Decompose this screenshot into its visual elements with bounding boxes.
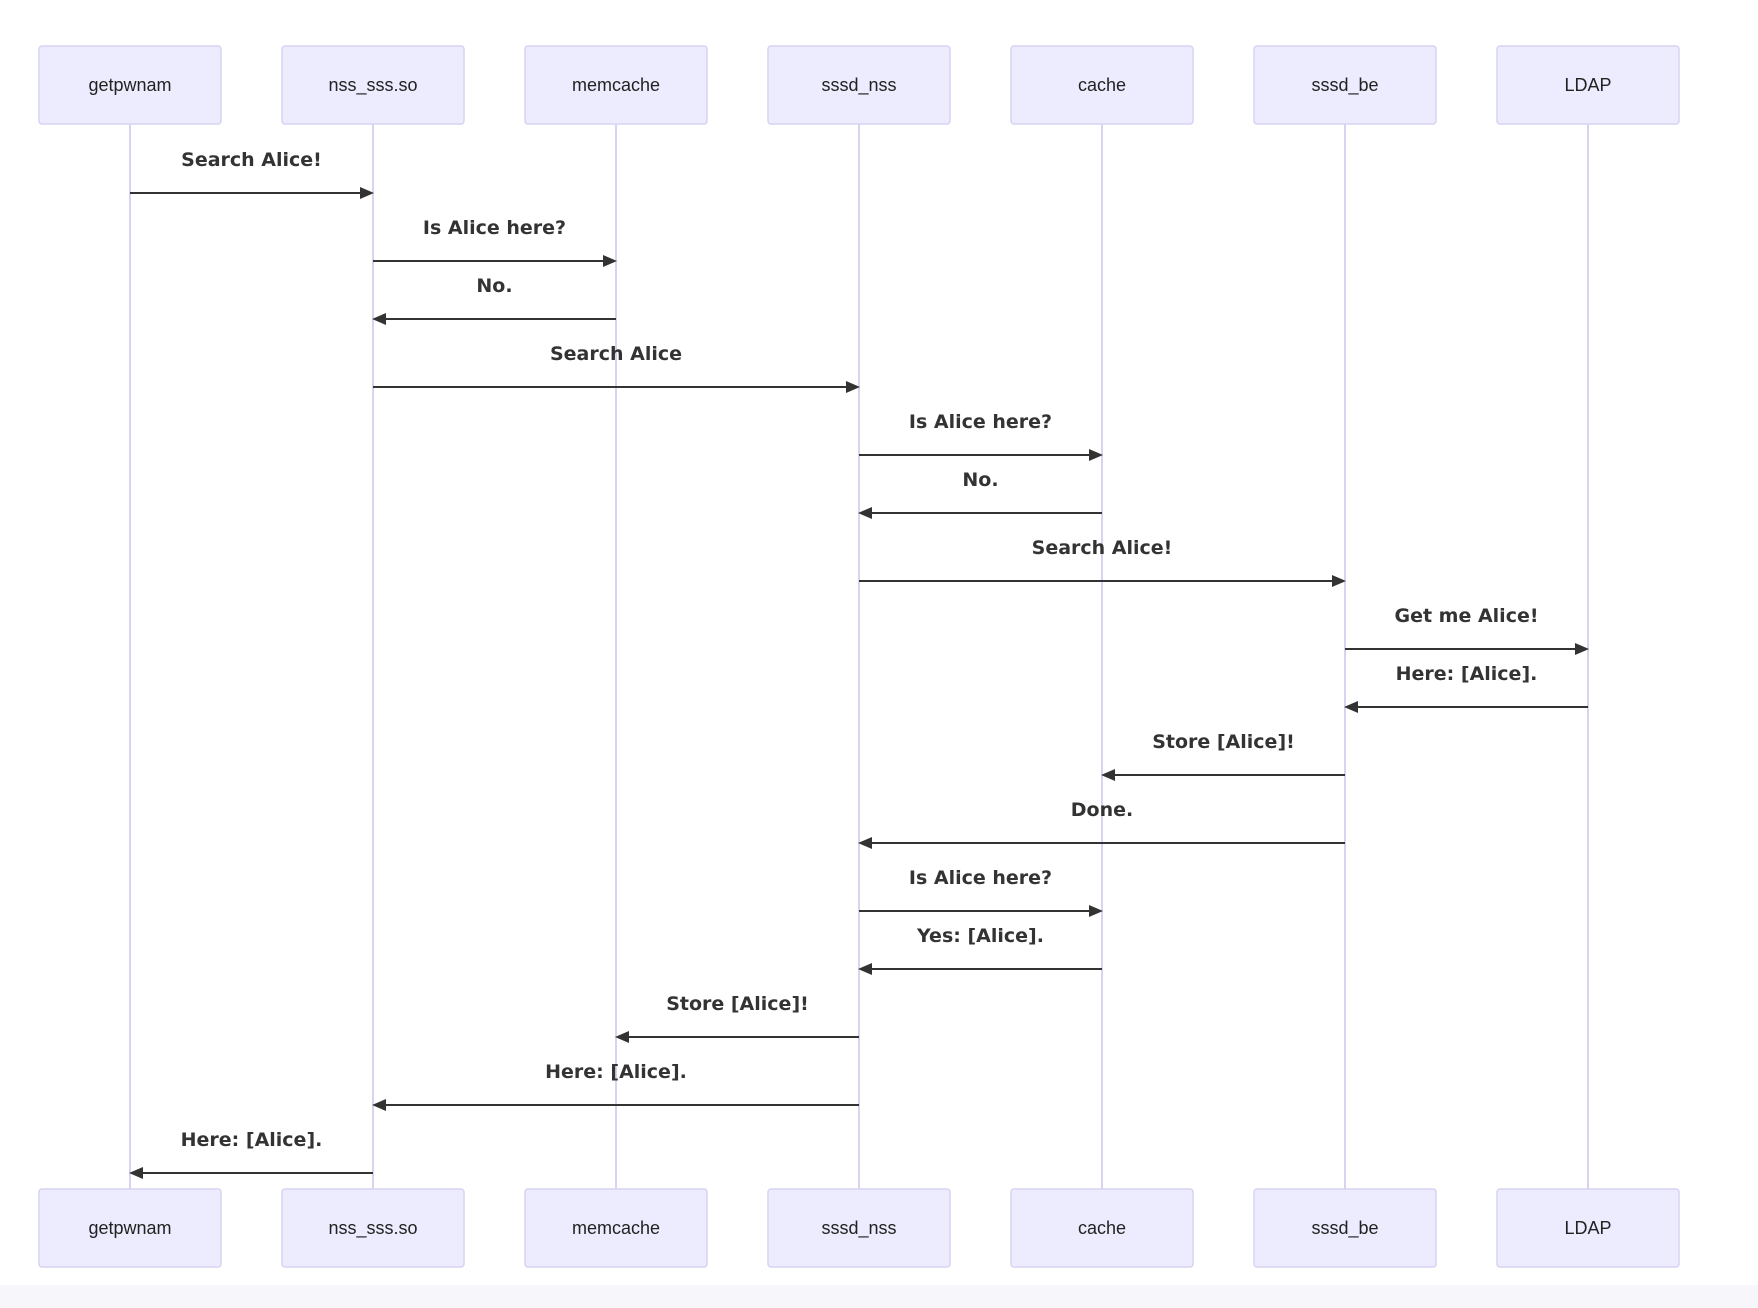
message-label: Search Alice! — [1032, 537, 1173, 559]
participant-label: cache — [1078, 1218, 1126, 1238]
message-2: Is Alice here? — [373, 217, 617, 267]
participant-box — [1010, 1188, 1194, 1268]
message-4: Search Alice — [373, 343, 860, 393]
arrowhead-icon — [858, 837, 872, 849]
participant-box — [1010, 45, 1194, 125]
bottom-band — [0, 1285, 1758, 1308]
arrowhead-icon — [1575, 643, 1589, 655]
participant-label: LDAP — [1564, 1218, 1611, 1238]
message-5: Is Alice here? — [859, 411, 1103, 461]
participant-top-cache: cache — [1010, 45, 1194, 125]
arrowhead-icon — [360, 187, 374, 199]
participant-bottom-getpwnam: getpwnam — [38, 1188, 222, 1268]
lifelines — [129, 124, 1589, 1189]
message-12: Is Alice here? — [859, 867, 1103, 917]
participant-top-getpwnam: getpwnam — [38, 45, 222, 125]
participant-box — [1496, 45, 1680, 125]
message-label: Is Alice here? — [423, 217, 566, 239]
arrowhead-icon — [858, 507, 872, 519]
arrowhead-icon — [1089, 905, 1103, 917]
message-11: Done. — [858, 799, 1345, 849]
message-label: Store [Alice]! — [1152, 731, 1295, 753]
arrowhead-icon — [1332, 575, 1346, 587]
participant-label: getpwnam — [88, 75, 171, 95]
participant-label: getpwnam — [88, 1218, 171, 1238]
message-label: No. — [962, 469, 998, 491]
participant-box — [767, 1188, 951, 1268]
message-label: Is Alice here? — [909, 867, 1052, 889]
message-label: Here: [Alice]. — [1396, 663, 1538, 685]
participant-bottom-ldap: LDAP — [1496, 1188, 1680, 1268]
participant-box — [1496, 1188, 1680, 1268]
participant-box — [524, 1188, 708, 1268]
message-13: Yes: [Alice]. — [858, 925, 1102, 975]
participant-box — [767, 45, 951, 125]
message-6: No. — [858, 469, 1102, 519]
participant-label: nss_sss.so — [328, 75, 417, 96]
participant-box — [38, 1188, 222, 1268]
participant-top-nss_sss: nss_sss.so — [281, 45, 465, 125]
participant-label: sssd_be — [1311, 75, 1378, 96]
participant-top-memcache: memcache — [524, 45, 708, 125]
message-label: Store [Alice]! — [666, 993, 809, 1015]
messages: Search Alice! Is Alice here? No. Search Ali… — [129, 149, 1589, 1179]
participants: getpwnamgetpwnamnss_sss.sonss_sss.somemc… — [38, 45, 1680, 1268]
arrowhead-icon — [372, 1099, 386, 1111]
participant-label: memcache — [572, 1218, 660, 1238]
arrowhead-icon — [858, 963, 872, 975]
participant-top-ldap: LDAP — [1496, 45, 1680, 125]
arrowhead-icon — [615, 1031, 629, 1043]
arrowhead-icon — [129, 1167, 143, 1179]
arrowhead-icon — [846, 381, 860, 393]
message-14: Store [Alice]! — [615, 993, 859, 1043]
participant-label: memcache — [572, 75, 660, 95]
message-label: Search Alice! — [181, 149, 322, 171]
message-10: Store [Alice]! — [1101, 731, 1345, 781]
participant-label: sssd_nss — [821, 75, 896, 96]
participant-box — [281, 45, 465, 125]
message-label: Is Alice here? — [909, 411, 1052, 433]
message-15: Here: [Alice]. — [372, 1061, 859, 1111]
message-16: Here: [Alice]. — [129, 1129, 373, 1179]
participant-bottom-memcache: memcache — [524, 1188, 708, 1268]
participant-label: cache — [1078, 75, 1126, 95]
participant-top-sssd_nss: sssd_nss — [767, 45, 951, 125]
participant-box — [1253, 45, 1437, 125]
message-7: Search Alice! — [859, 537, 1346, 587]
participant-bottom-nss_sss: nss_sss.so — [281, 1188, 465, 1268]
message-label: Done. — [1071, 799, 1133, 821]
message-8: Get me Alice! — [1345, 605, 1589, 655]
participant-bottom-cache: cache — [1010, 1188, 1194, 1268]
arrowhead-icon — [1344, 701, 1358, 713]
message-3: No. — [372, 275, 616, 325]
arrowhead-icon — [603, 255, 617, 267]
participant-box — [281, 1188, 465, 1268]
participant-label: LDAP — [1564, 75, 1611, 95]
message-label: Search Alice — [550, 343, 682, 365]
participant-top-sssd_be: sssd_be — [1253, 45, 1437, 125]
participant-box — [1253, 1188, 1437, 1268]
message-label: Here: [Alice]. — [181, 1129, 323, 1151]
participant-bottom-sssd_nss: sssd_nss — [767, 1188, 951, 1268]
message-label: Here: [Alice]. — [545, 1061, 687, 1083]
message-1: Search Alice! — [130, 149, 374, 199]
arrowhead-icon — [1101, 769, 1115, 781]
message-label: Yes: [Alice]. — [916, 925, 1044, 947]
arrowhead-icon — [372, 313, 386, 325]
participant-label: sssd_be — [1311, 1218, 1378, 1239]
participant-box — [524, 45, 708, 125]
message-label: Get me Alice! — [1394, 605, 1538, 627]
participant-label: sssd_nss — [821, 1218, 896, 1239]
participant-bottom-sssd_be: sssd_be — [1253, 1188, 1437, 1268]
message-label: No. — [476, 275, 512, 297]
participant-label: nss_sss.so — [328, 1218, 417, 1239]
message-9: Here: [Alice]. — [1344, 663, 1588, 713]
arrowhead-icon — [1089, 449, 1103, 461]
participant-box — [38, 45, 222, 125]
